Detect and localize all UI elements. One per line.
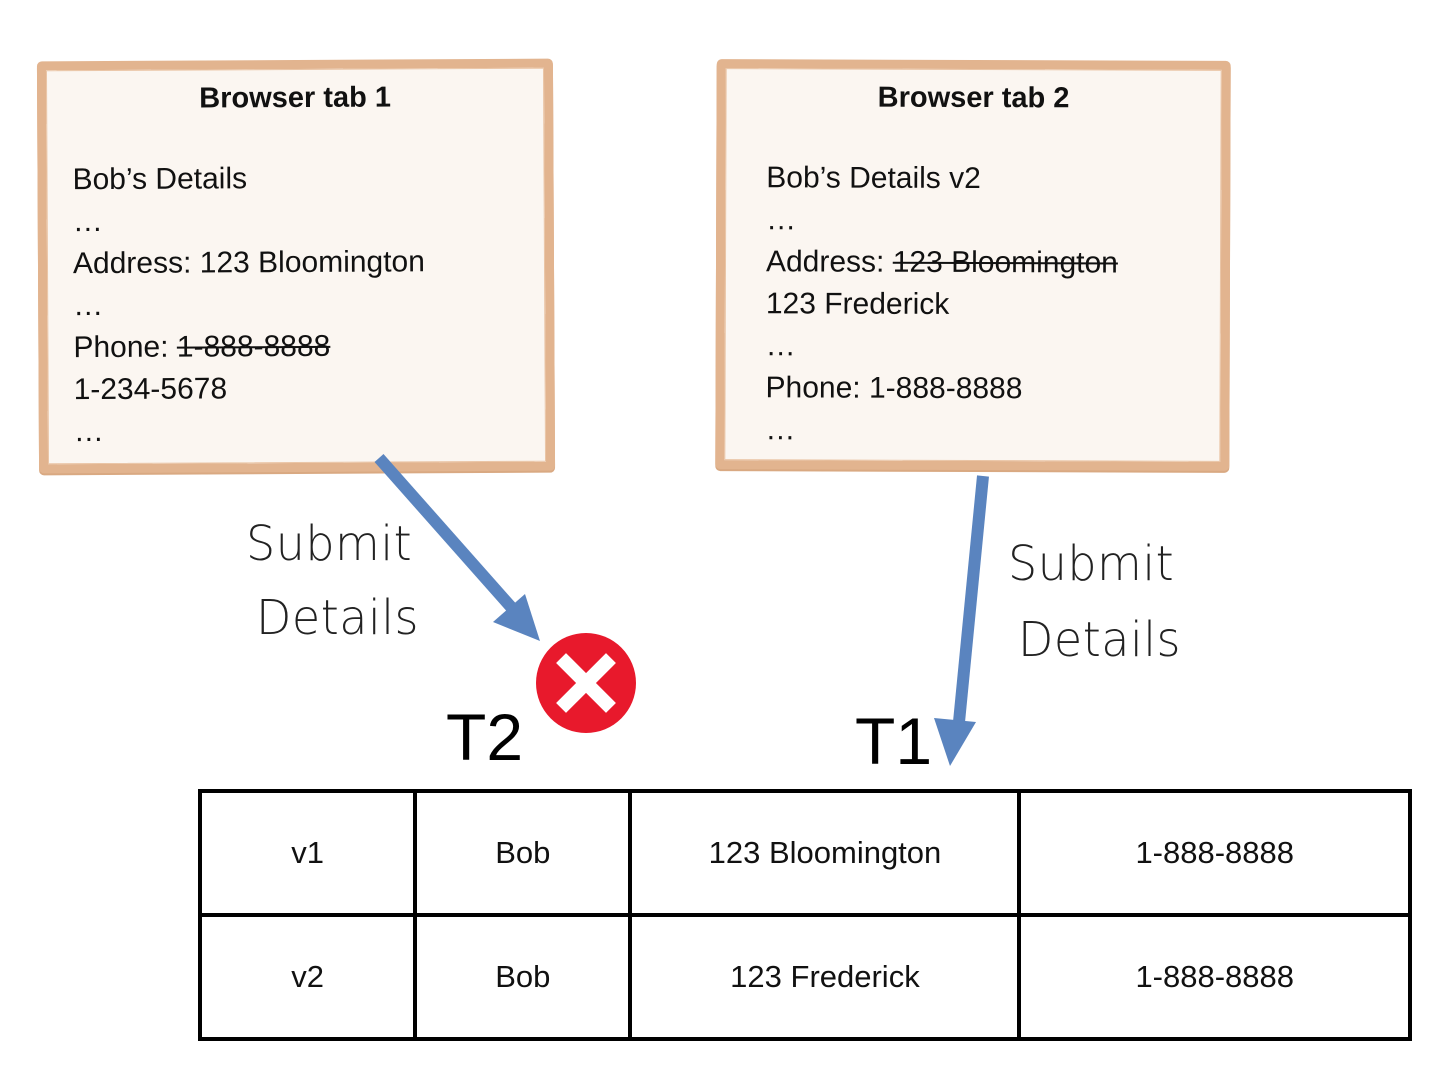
name-cell: Bob: [413, 789, 633, 917]
arrow-tab-1-submit: [374, 454, 540, 641]
table-row: v1 Bob 123 Bloomington 1-888-8888: [197, 789, 1412, 917]
right-arrow-label-line-2: Details: [1018, 610, 1181, 668]
address-cell: 123 Frederick: [628, 913, 1022, 1041]
phone-cell: 1-888-8888: [1017, 789, 1412, 917]
phone-cell: 1-888-8888: [1017, 913, 1412, 1041]
time-label-t1: T1: [855, 704, 933, 778]
left-arrow-label-line-1: Submit: [246, 514, 413, 572]
version-cell: v2: [197, 913, 418, 1041]
version-cell: v1: [197, 789, 418, 917]
left-arrow-label-line-2: Details: [256, 588, 419, 646]
time-label-t2: T2: [446, 700, 524, 774]
name-cell: Bob: [413, 913, 633, 1041]
table-row: v2 Bob 123 Frederick 1-888-8888: [197, 913, 1412, 1041]
arrow-tab-2-submit: [934, 475, 989, 766]
x-circle-icon: [536, 633, 636, 733]
address-cell: 123 Bloomington: [628, 789, 1022, 917]
right-arrow-label-line-1: Submit: [1008, 534, 1175, 592]
versions-table: v1 Bob 123 Bloomington 1-888-8888 v2 Bob…: [197, 789, 1412, 1041]
